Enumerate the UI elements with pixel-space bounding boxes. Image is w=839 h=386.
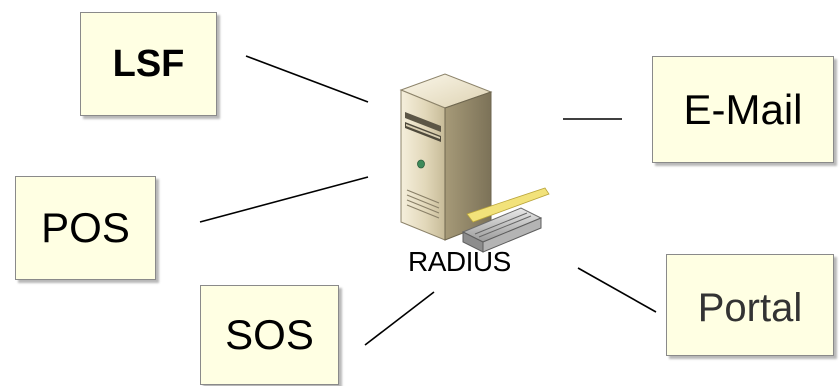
node-email-label: E-Mail bbox=[683, 85, 803, 133]
node-sos: SOS bbox=[200, 285, 339, 385]
connector-portal bbox=[577, 267, 657, 313]
node-pos: POS bbox=[15, 176, 156, 280]
connector-lsf bbox=[245, 55, 369, 103]
node-portal: Portal bbox=[666, 254, 834, 356]
node-email: E-Mail bbox=[652, 56, 834, 163]
node-pos-label: POS bbox=[41, 204, 130, 251]
node-lsf: LSF bbox=[80, 12, 217, 116]
node-portal-label: Portal bbox=[697, 285, 803, 330]
connector-sos bbox=[364, 291, 435, 346]
node-lsf-label: LSF bbox=[112, 42, 185, 85]
connector-pos bbox=[199, 176, 369, 223]
node-sos-label: SOS bbox=[225, 311, 314, 358]
server-label: RADIUS bbox=[408, 246, 511, 277]
server-tower-icon bbox=[399, 73, 550, 253]
